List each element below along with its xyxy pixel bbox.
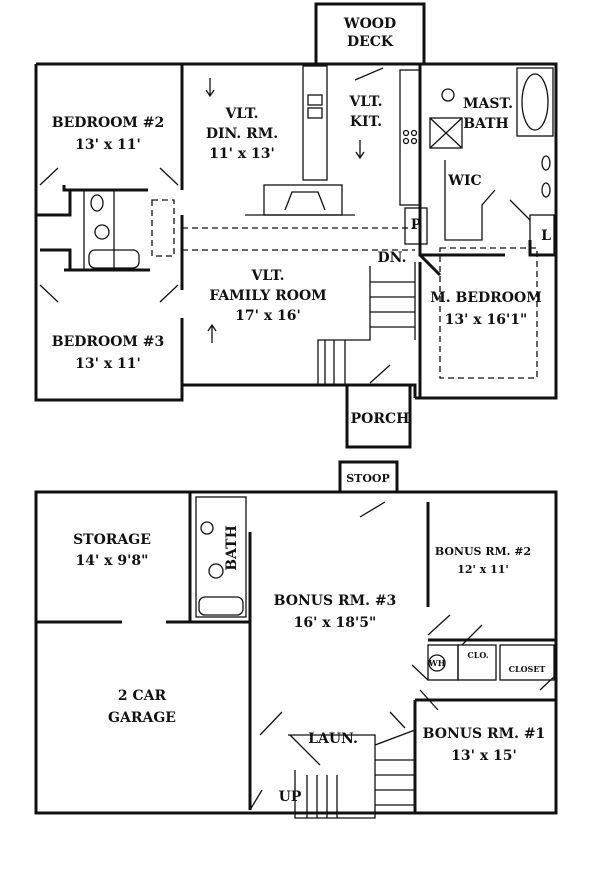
lower-floor: STOOP STORAGE 14' x 9'8" BATH 2 CAR GARA… <box>34 460 558 819</box>
bonus3-size: 16' x 18'5" <box>294 615 377 631</box>
sink-icon <box>200 521 214 535</box>
toilet-icon <box>94 224 110 240</box>
master-bedroom-size: 13' x 16'1" <box>445 312 528 328</box>
stove-burner-icon <box>402 137 410 145</box>
sink-icon <box>541 155 551 171</box>
door-swings <box>249 501 557 811</box>
sink-icon <box>90 194 104 212</box>
water-heater-label: WH <box>428 658 446 668</box>
laundry-label: LAUN. <box>308 731 358 747</box>
porch <box>345 383 412 449</box>
bath-label: BATH <box>224 525 240 571</box>
shower-x <box>429 117 463 149</box>
lower-bath <box>195 496 247 618</box>
bonus2-size: 12' x 11' <box>457 563 509 576</box>
linen-label: L <box>541 228 551 244</box>
linen-closet <box>529 214 555 256</box>
family-room-label: VLT. <box>250 268 284 284</box>
toilet-icon <box>208 563 224 579</box>
closet <box>499 644 555 681</box>
stoop-label: STOOP <box>346 472 390 485</box>
bonus2-label: BONUS RM. #2 <box>435 545 531 558</box>
bonus3-label: BONUS RM. #3 <box>274 593 397 609</box>
stove-burner-icon <box>410 129 418 137</box>
upper-floor: WOOD DECK BEDROOM #2 13' x 11' BEDROOM #… <box>34 2 558 449</box>
clo-closet <box>457 644 497 681</box>
storage-walls <box>36 492 252 810</box>
ceiling-lines <box>182 227 415 251</box>
sink-icon <box>307 94 323 106</box>
stairs <box>317 262 416 385</box>
dining-size: 11' x 13' <box>209 146 275 162</box>
sink-icon <box>307 107 323 119</box>
dining-label: VLT. <box>224 106 258 122</box>
bonus1-size: 13' x 15' <box>451 748 517 764</box>
bedroom3-size: 13' x 11' <box>75 356 141 372</box>
storage-label: STORAGE <box>73 532 151 548</box>
family-room-label: FAMILY ROOM <box>209 288 326 304</box>
walk-in-closet <box>444 160 531 241</box>
bath-walls <box>36 185 150 272</box>
bonus-walls <box>413 502 556 813</box>
storage-size: 14' x 9'8" <box>76 553 149 569</box>
bedroom2-size: 13' x 11' <box>75 137 141 153</box>
fireplace-hearth <box>245 191 355 216</box>
fireplace <box>263 184 343 216</box>
water-heater-icon <box>428 654 446 672</box>
wic-label: WIC <box>447 173 481 189</box>
garage-label: 2 CAR <box>118 688 167 704</box>
stove-burner-icon <box>402 129 410 137</box>
sink-icon <box>541 182 551 198</box>
stairs-down-label: DN. <box>378 250 407 266</box>
closet-dashed <box>151 199 175 257</box>
wood-deck-label: DECK <box>347 34 394 50</box>
master-ceiling <box>439 247 538 379</box>
vault-arrows <box>205 78 365 343</box>
stairs-up-label: UP <box>279 789 302 805</box>
stairs <box>288 729 416 819</box>
kitchen-label: KIT. <box>350 114 382 130</box>
lower-outer-walls <box>34 490 558 815</box>
upper-outer-walls <box>34 62 558 402</box>
bedroom3-label: BEDROOM #3 <box>52 334 165 350</box>
master-bedroom-label: M. BEDROOM <box>430 290 541 306</box>
kitchen-counter <box>399 69 421 206</box>
pantry <box>404 207 428 245</box>
master-bath-label: MAST. <box>463 96 513 112</box>
hall-bath <box>83 189 115 271</box>
shower <box>429 117 463 149</box>
closet-label: CLOSET <box>509 664 546 674</box>
kitchen-label: VLT. <box>348 94 382 110</box>
door-swings <box>39 167 179 303</box>
porch-label: PORCH <box>351 411 410 427</box>
bathtub-icon <box>88 249 140 269</box>
bathtub <box>516 67 554 137</box>
deck-door <box>354 67 384 81</box>
garage-label: GARAGE <box>108 710 176 726</box>
clo-label: CLO. <box>467 650 488 660</box>
kitchen-island <box>302 65 328 181</box>
porch-door <box>369 364 391 384</box>
dining-label: DIN. RM. <box>206 126 278 142</box>
family-room-size: 17' x 16' <box>235 308 301 324</box>
toilet-icon <box>441 88 455 102</box>
bonus1-label: BONUS RM. #1 <box>423 726 546 742</box>
wood-deck-label: WOOD <box>343 16 396 32</box>
bathtub-icon <box>198 596 244 616</box>
master-bath-label: BATH <box>463 116 509 132</box>
bedroom2-label: BEDROOM #2 <box>52 115 165 131</box>
bathtub-icon <box>521 73 549 131</box>
stove-burner-icon <box>410 137 418 145</box>
pantry-label: P <box>411 217 422 233</box>
